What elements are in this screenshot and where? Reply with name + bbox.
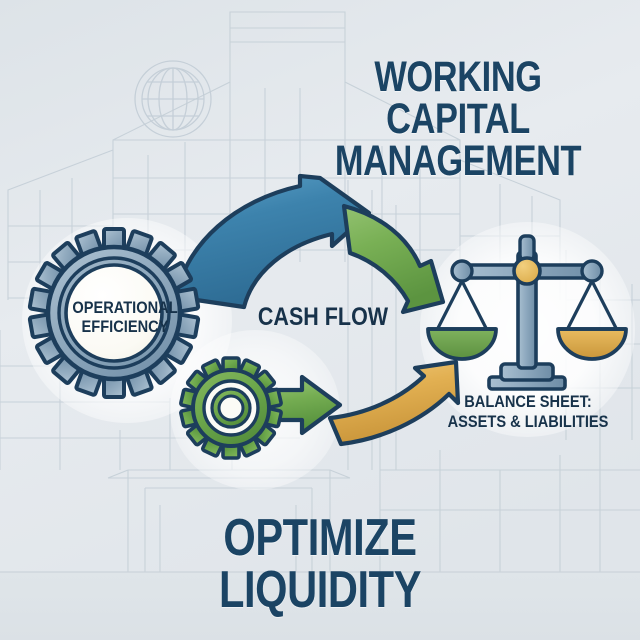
- page-title: WORKING CAPITAL MANAGEMENT: [334, 53, 582, 186]
- gold-arrow-segment: [327, 359, 461, 447]
- cash-flow-arrow-upper: [173, 173, 446, 315]
- scale-beam-knob-left: [450, 259, 474, 283]
- small-gear-center-hole: [217, 394, 245, 422]
- scale-strings-left: [435, 280, 489, 331]
- operational-efficiency-gear: [27, 227, 201, 399]
- operational-efficiency-label: OPERATIONAL EFFICIENCY: [72, 298, 178, 337]
- scale-center-hub: [512, 256, 542, 286]
- scale-pan-left: [426, 327, 498, 361]
- gear-center-hole: [64, 263, 164, 363]
- small-green-gear: [179, 356, 283, 460]
- scale-strings-right: [565, 280, 619, 331]
- scale-pan-right: [556, 327, 628, 361]
- tagline: OPTIMIZE LIQUIDITY: [218, 509, 422, 619]
- green-arrow-segment-upper: [341, 203, 446, 315]
- cash-flow-arrow-lower: [262, 359, 461, 447]
- scale-beam-knob-right: [580, 259, 604, 283]
- balance-scale: [426, 234, 628, 391]
- balance-sheet-label: BALANCE SHEET: ASSETS & LIABILITIES: [447, 392, 609, 431]
- blue-arrow-segment: [173, 173, 372, 310]
- cash-flow-label: CASH FLOW: [257, 303, 389, 331]
